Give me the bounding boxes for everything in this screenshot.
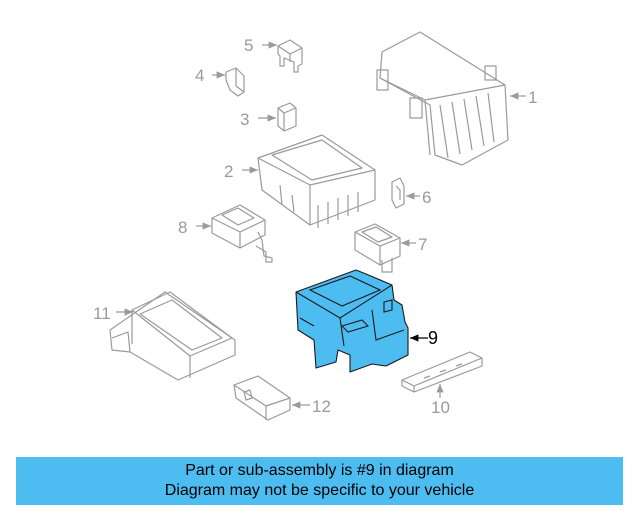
part-7-connector[interactable]: [354, 223, 401, 273]
part-11-tray[interactable]: [109, 291, 236, 381]
part-2-fuse-block[interactable]: [257, 134, 376, 228]
part-5-clip[interactable]: [277, 39, 303, 73]
part-3-relay[interactable]: [277, 102, 297, 132]
callout-5: 5: [244, 36, 253, 55]
callout-9: 9: [428, 328, 438, 348]
callout-10: 10: [431, 398, 450, 417]
callout-2: 2: [224, 162, 233, 181]
part-12-clip[interactable]: [233, 375, 291, 421]
part-8-relay-block[interactable]: [211, 204, 273, 263]
callout-1: 1: [528, 88, 537, 107]
callout-8: 8: [178, 218, 187, 237]
callout-7: 7: [418, 235, 427, 254]
part-1-cover[interactable]: [376, 31, 509, 166]
callout-6: 6: [422, 188, 431, 207]
part-4-bracket[interactable]: [225, 67, 245, 97]
part-10-strip[interactable]: [401, 351, 483, 393]
callout-11: 11: [93, 304, 111, 323]
banner-line-2: Diagram may not be specific to your vehi…: [164, 482, 475, 499]
part-9-lower-housing[interactable]: [295, 269, 409, 373]
callout-3: 3: [240, 110, 249, 129]
parts-diagram: 1 2 3 4 5 6 7: [93, 31, 537, 421]
callout-12: 12: [312, 397, 331, 416]
info-banner: Part or sub-assembly is #9 in diagram Di…: [16, 457, 623, 505]
banner-line-1: Part or sub-assembly is #9 in diagram: [185, 462, 454, 479]
callout-4: 4: [195, 66, 204, 85]
part-6-fuse[interactable]: [391, 177, 405, 209]
